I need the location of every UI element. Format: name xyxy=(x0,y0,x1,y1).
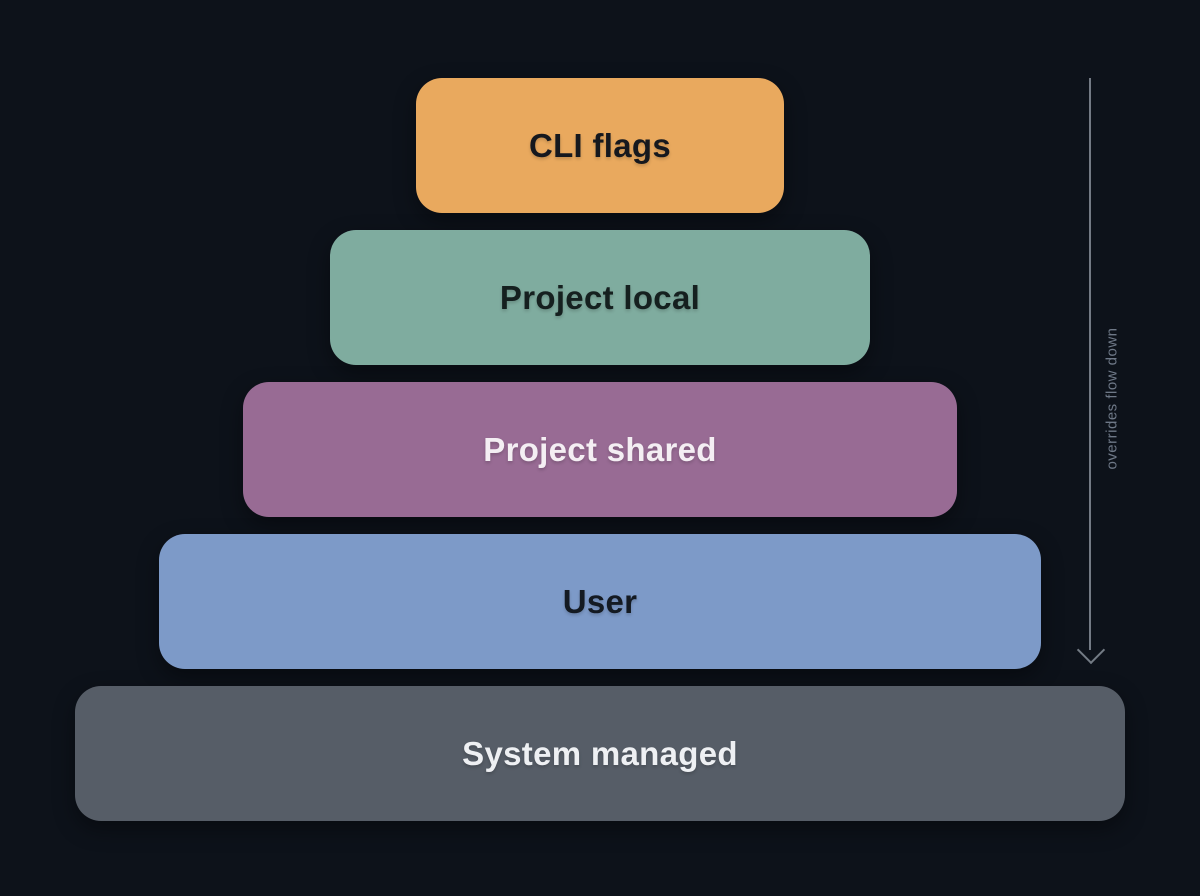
layer-project-local: Project local xyxy=(330,230,870,365)
layer-project-shared-label: Project shared xyxy=(483,430,717,468)
layer-system-managed-label: System managed xyxy=(462,734,738,772)
layer-user-label: User xyxy=(562,582,638,620)
layer-project-shared: Project shared xyxy=(243,382,957,517)
layer-project-local-label: Project local xyxy=(499,278,701,316)
layer-stack: CLI flags Project local Project shared U… xyxy=(0,78,1200,821)
layer-cli-flags: CLI flags xyxy=(416,78,784,213)
layer-system-managed: System managed xyxy=(75,686,1125,821)
layer-cli-flags-label: CLI flags xyxy=(528,126,672,164)
layer-user: User xyxy=(159,534,1041,669)
